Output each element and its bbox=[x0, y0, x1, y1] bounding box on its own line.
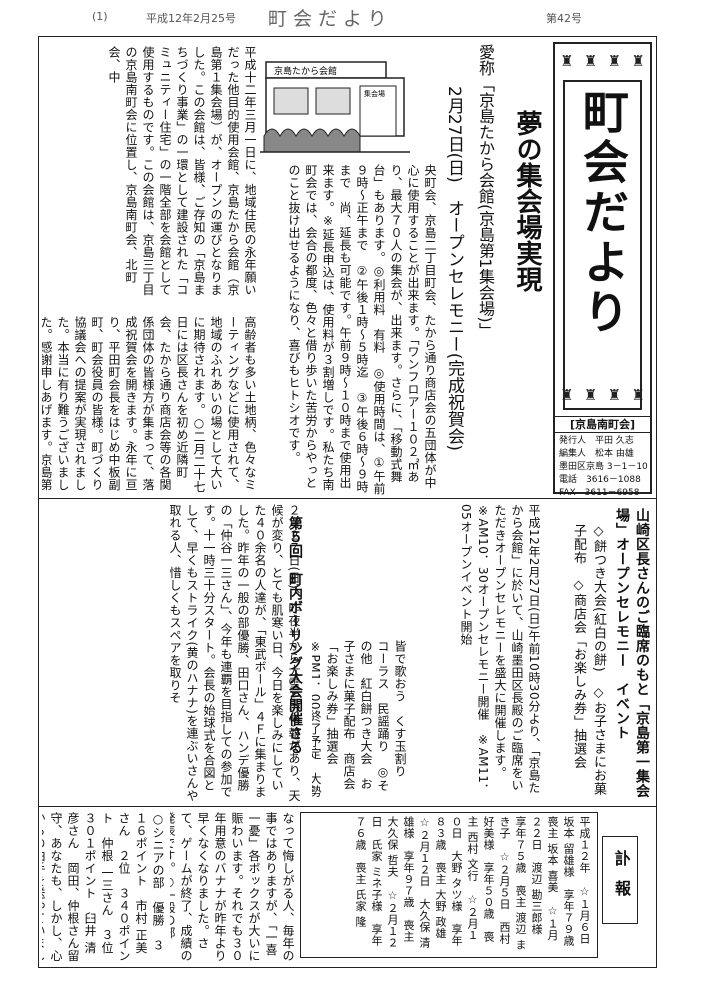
phone: 電話 3616－1088 bbox=[559, 475, 641, 485]
logo-title: 町会だより bbox=[576, 88, 630, 338]
crest-icon: ♜ bbox=[631, 386, 645, 404]
bowling-senior-text: ○シニアの部 優勝 ３１６ポイント 市村 正美さん ２位 ３４０ポイント 仲根 … bbox=[42, 812, 165, 962]
article-usage: 央町会、京島二丁目町会、たから通り商店会の五団体が中心に使用することが出来ます。… bbox=[262, 164, 438, 496]
obituary-list: 平成１２年 ☆１月６日 坂本 留雄様 享年７９歳 喪主 坂本 喜美 ☆１月２２日… bbox=[306, 816, 592, 952]
bowling-results-text: なって悔しがる人、毎年の事ではありますが、「一喜一憂」各ボックスが大いに賑わいま… bbox=[170, 812, 295, 962]
ornament-row-top: ♜ ♜ ♜ ♜ bbox=[555, 46, 650, 76]
ornament-row-bottom: ♜ ♜ ♜ ♜ bbox=[555, 380, 650, 410]
crest-icon: ♜ bbox=[583, 52, 598, 70]
bowling-senior: ○シニアの部 優勝 ３１６ポイント 市村 正美さん ２位 ３４０ポイント 仲根 … bbox=[42, 812, 166, 962]
crest-icon: ♜ bbox=[560, 386, 574, 404]
logo-title-box: 町会だより bbox=[563, 80, 642, 410]
fax: FAX 3611－6958 bbox=[559, 488, 640, 498]
address: 墨田区京島 3－1－10 bbox=[559, 462, 648, 472]
publisher: 発行人 平田 久志 bbox=[559, 436, 634, 446]
building-illustration: 京島たから会館 集会場 bbox=[260, 61, 410, 153]
opening-headline: 2月27日(日) オープンセレモニー(完成祝賀会) bbox=[444, 86, 464, 451]
event-program-text: 皆で歌おう くす玉割り コーラス 民謡踊り ◎その他 紅白餅つき大会 お子さまに… bbox=[312, 640, 407, 798]
newsletter-logo: ♜ ♜ ♜ ♜ 町会だより ♜ ♜ ♜ ♜ [京島南町会] 発行人 平田 久志 … bbox=[553, 42, 652, 498]
main-headline: 夢の集会場実現 bbox=[512, 110, 542, 292]
event-detail-text: 平成12年2月27日(日)午前10時30分より、「京島たから会館」に於いて、山崎… bbox=[459, 504, 541, 796]
event-header-text: 山崎区長さんのご臨席のもと「京島第一集会場」オープンセレモニー イベント bbox=[614, 508, 650, 798]
event-detail: 平成12年2月27日(日)午前10時30分より、「京島たから会館」に於いて、山崎… bbox=[412, 504, 542, 802]
page-header: (1) 平成12年2月25号 町会だより 第42号 bbox=[0, 0, 710, 36]
crest-icon: ♜ bbox=[583, 386, 598, 404]
bowling-text: ２月２７日(日)、昨夜半から大雪との予報があり、天候が変り、とても肌寒い日、今日… bbox=[168, 504, 301, 802]
crest-icon: ♜ bbox=[560, 52, 574, 70]
publisher-info: [京島南町会] 発行人 平田 久志 編集人 松本 由雄 墨田区京島 3－1－10… bbox=[555, 416, 650, 500]
article-intro-text: 平成十二年三月一日に、地域住民の永年願いだった他目的使用会館、京島たから会館（京… bbox=[107, 46, 257, 296]
issue-number: 第42号 bbox=[546, 12, 582, 25]
header-title: 町会だより bbox=[268, 8, 393, 30]
crest-icon: ♜ bbox=[607, 386, 622, 404]
organization-name: [京島南町会] bbox=[555, 416, 650, 433]
event-items: ◇餅つき大会(紅白の餅) ◇お子さまにお菓子配布 ◇商店会「お楽しみ券」抽選会 bbox=[546, 524, 608, 798]
page-number: (1) bbox=[92, 10, 108, 23]
issue-date: 平成12年2月25号 bbox=[146, 12, 236, 25]
divider-lower bbox=[38, 806, 657, 807]
editor: 編集人 松本 由雄 bbox=[559, 449, 634, 459]
event-program: 皆で歌おう くす玉割り コーラス 民謡踊り ◎その他 紅白餅つき大会 お子さまに… bbox=[312, 640, 408, 802]
article-usage-text: 央町会、京島二丁目町会、たから通り商店会の五団体が中心に使用することが出来ます。… bbox=[287, 164, 437, 495]
bowling-article: ２月２７日(日)、昨夜半から大雪との予報があり、天候が変り、とても肌寒い日、今日… bbox=[42, 504, 302, 802]
building-door-text: 集会場 bbox=[364, 89, 385, 98]
event-header: 山崎区長さんのご臨席のもと「京島第一集会場」オープンセレモニー イベント bbox=[612, 508, 652, 798]
sub-headline: 愛称「京島たから会館(京島第1集会場)」 bbox=[476, 44, 495, 339]
article-ceremony-text: 高齢者も多い土地柄、色々なミーティングなどに使用されて、地域のふれあいの場として… bbox=[42, 316, 258, 496]
event-items-text: ◇餅つき大会(紅白の餅) ◇お子さまにお菓子配布 ◇商店会「お楽しみ券」抽選会 bbox=[571, 524, 606, 796]
obituary-text: 平成１２年 ☆１月６日 坂本 留雄様 享年７９歳 喪主 坂本 喜美 ☆１月２２日… bbox=[354, 816, 591, 952]
divider-middle bbox=[38, 498, 657, 499]
article-intro: 平成十二年三月一日に、地域住民の永年願いだった他目的使用会館、京島たから会館（京… bbox=[42, 46, 258, 308]
bowling-results: なって悔しがる人、毎年の事ではありますが、「一喜一憂」各ボックスが大いに賑わいま… bbox=[170, 812, 296, 962]
article-ceremony-paragraph: 高齢者も多い土地柄、色々なミーティングなどに使用されて、地域のふれあいの場として… bbox=[42, 316, 257, 493]
crest-icon: ♜ bbox=[607, 52, 622, 70]
page-frame bbox=[38, 36, 657, 968]
bowling-headline: 第５回 町内ボーリング大会開催さる bbox=[287, 516, 303, 754]
obituary-tag: 訃報 bbox=[602, 836, 638, 924]
building-sign-text: 京島たから会館 bbox=[274, 65, 337, 77]
obituary-box bbox=[300, 812, 598, 958]
crest-icon: ♜ bbox=[631, 52, 645, 70]
